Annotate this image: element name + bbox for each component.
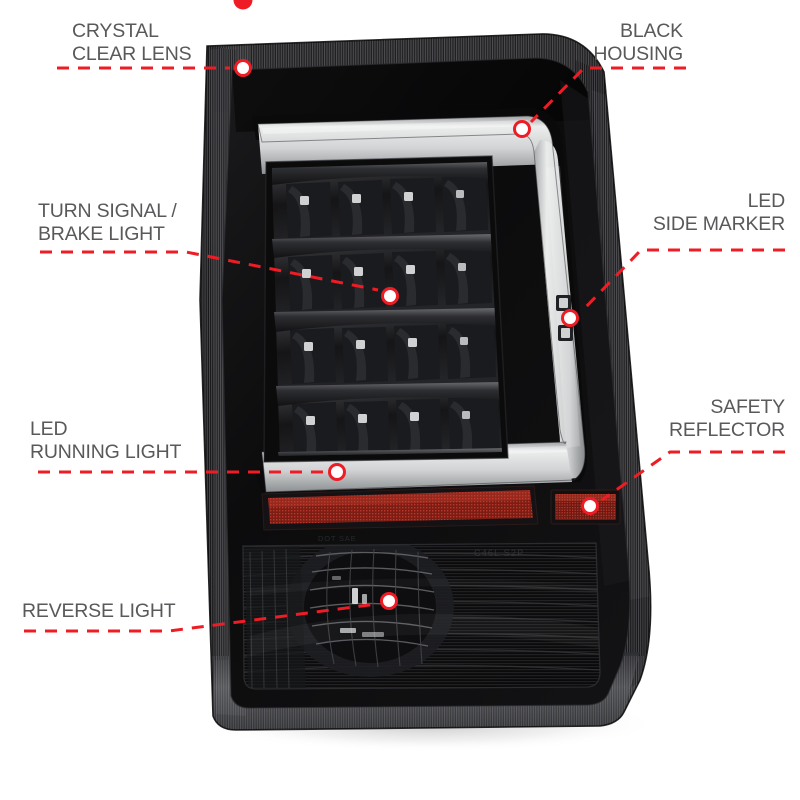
callout-dot-black-housing[interactable] <box>513 120 531 138</box>
callout-dot-led-running-light[interactable] <box>328 463 346 481</box>
reverse-light-lens: C46L S2P <box>242 542 601 690</box>
callout-line-black-housing <box>529 66 686 124</box>
led-row <box>274 308 502 390</box>
housing-molded-text: DOT SAE <box>318 534 356 543</box>
red-reflector-strip <box>261 485 539 531</box>
svg-text:C46L S2P: C46L S2P <box>474 548 524 558</box>
callout-line-led-side-marker <box>580 248 785 313</box>
led-row <box>276 382 502 456</box>
callout-label-crystal-clear-lens: CRYSTAL CLEAR LENS <box>72 20 192 65</box>
callout-label-turn-signal-brake-light: TURN SIGNAL / BRAKE LIGHT <box>38 200 177 245</box>
callout-dot-led-side-marker[interactable] <box>561 309 579 327</box>
callout-dot-turn-signal-brake-light[interactable] <box>381 287 399 305</box>
led-row <box>270 162 494 243</box>
callout-line-safety-reflector <box>601 450 785 502</box>
callout-label-safety-reflector: SAFETY REFLECTOR <box>669 396 785 441</box>
callout-dot-safety-reflector[interactable] <box>581 497 599 515</box>
callout-line-turn-signal-brake-light <box>40 250 379 292</box>
callout-dots <box>0 0 253 78</box>
reverse-bulb-reflector <box>286 543 454 677</box>
led-row <box>272 234 498 316</box>
callout-label-black-housing: BLACK HOUSING <box>593 20 683 65</box>
callout-label-led-running-light: LED RUNNING LIGHT <box>30 418 182 463</box>
callout-line-reverse-light <box>24 602 378 633</box>
turn-signal-brake-light-leds <box>263 155 509 463</box>
callout-label-reverse-light: REVERSE LIGHT <box>22 600 176 622</box>
callout-dot-layer <box>234 59 599 610</box>
callout-dot-reverse-light[interactable] <box>380 592 398 610</box>
callout-dot-crystal-clear-lens[interactable] <box>234 59 252 77</box>
callout-dot-crystal-clear-lens[interactable] <box>0 0 253 78</box>
led-side-marker <box>556 295 573 341</box>
callout-label-led-side-marker: LED SIDE MARKER <box>652 190 785 235</box>
